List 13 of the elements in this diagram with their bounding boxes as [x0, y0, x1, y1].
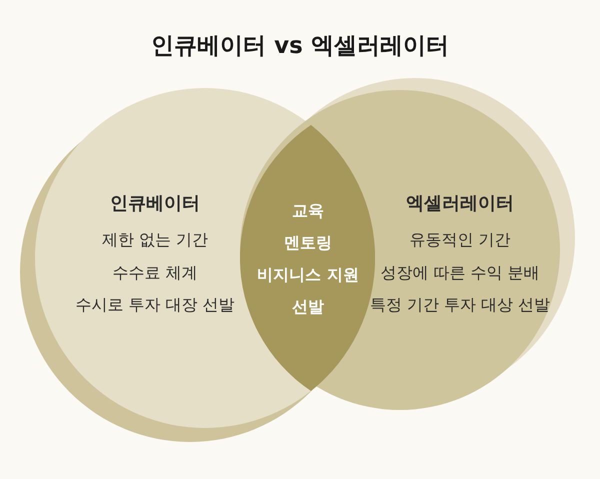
feature-text: 선발	[292, 297, 324, 317]
feature-text: 성장에 따른 수익 분배	[380, 263, 540, 283]
feature-text: 비지니스 지원	[257, 265, 359, 285]
circle-heading: 엑셀러레이터	[406, 194, 514, 214]
feature-text: 특정 기간 투자 대상 선발	[370, 295, 550, 315]
feature-text: 수수료 체계	[112, 263, 198, 283]
title: 인큐베이터 vs 엑셀러레이터	[150, 32, 450, 61]
feature-text: 교육	[292, 201, 324, 221]
feature-text: 유동적인 기간	[409, 230, 511, 250]
circle-heading: 인큐베이터	[110, 194, 200, 214]
feature-text: 제한 없는 기간	[102, 230, 208, 250]
feature-text: 수시로 투자 대장 선발	[75, 295, 235, 315]
feature-text: 멘토링	[284, 233, 332, 253]
